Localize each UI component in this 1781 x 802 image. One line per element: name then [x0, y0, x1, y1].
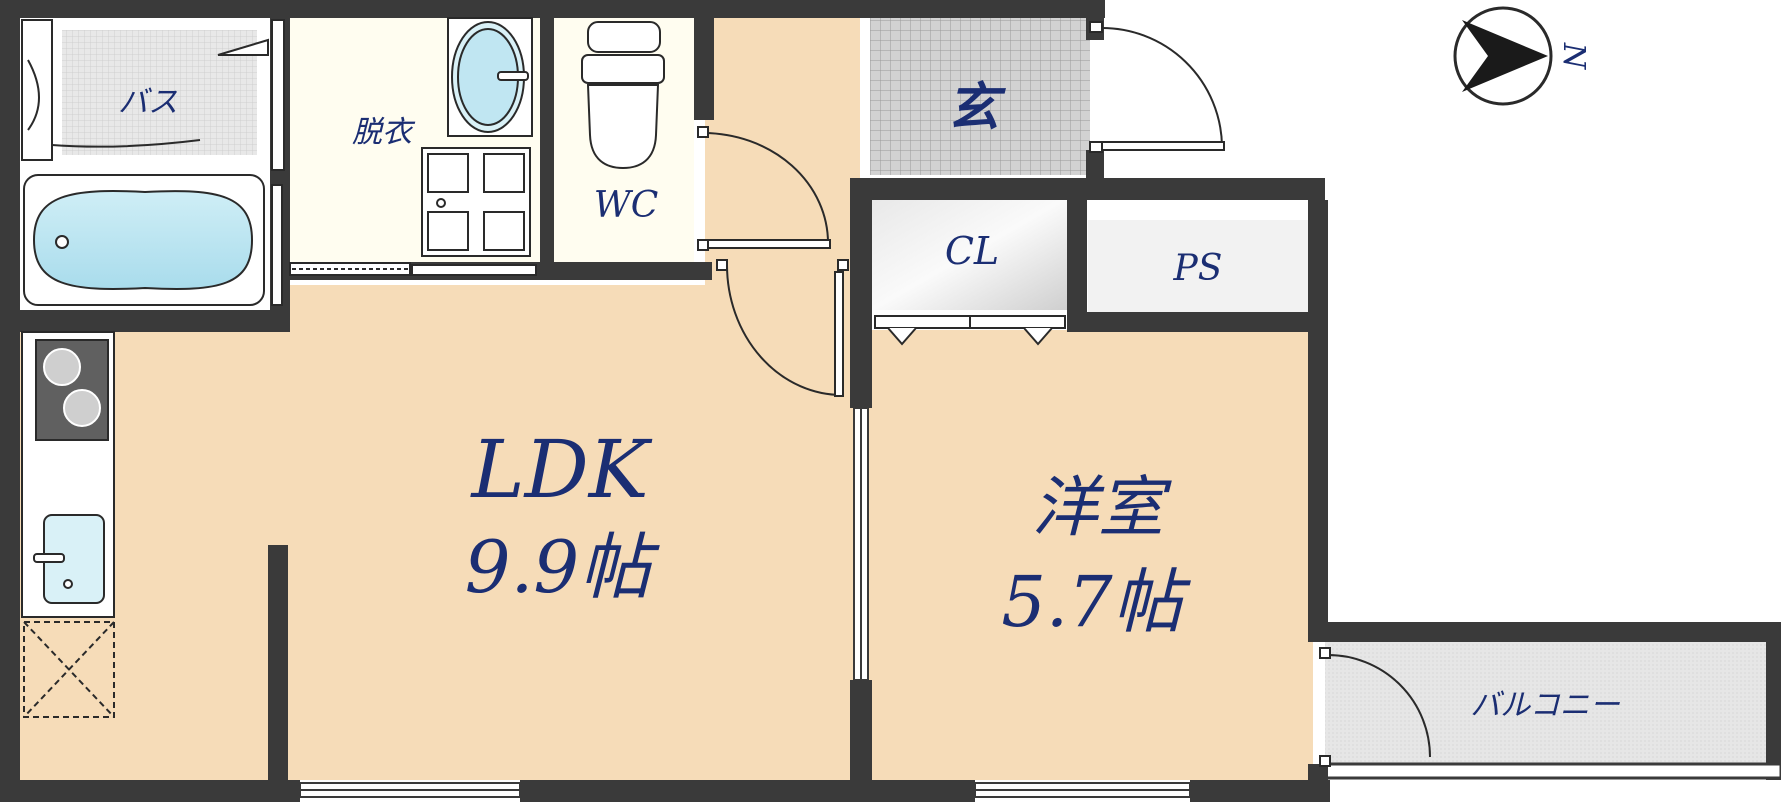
bath-fixtures	[21, 19, 285, 306]
closet-floor	[872, 198, 1067, 310]
western-room-floor	[868, 330, 1313, 780]
entrance-label: 玄	[947, 78, 1006, 138]
ldk-size-label: 9.9帖	[465, 525, 661, 609]
toilet	[581, 21, 665, 170]
kitchen-counter	[21, 331, 115, 718]
entrance-floor	[870, 15, 1090, 175]
ldk-floor	[18, 285, 858, 780]
doors	[271, 21, 1431, 767]
western-room-label: 洋室	[1032, 469, 1172, 546]
compass-icon	[1453, 6, 1553, 106]
wc-label: WC	[594, 185, 659, 226]
ldk-label: LDK	[469, 423, 652, 516]
bath-tiles	[62, 30, 257, 155]
closet-label: CL	[945, 229, 999, 273]
balcony-label: バルコニー	[1470, 688, 1620, 723]
dressing-label: 脱衣	[352, 115, 416, 150]
compass-label: N	[1556, 42, 1591, 71]
dressing-fixtures	[289, 17, 537, 276]
windows	[299, 407, 1191, 798]
bath-label: バス	[118, 85, 178, 120]
western-size-label: 5.7帖	[1001, 561, 1191, 643]
ps-floor	[1088, 220, 1308, 312]
ps-label: PS	[1173, 248, 1223, 289]
balcony-floor	[1325, 640, 1773, 778]
